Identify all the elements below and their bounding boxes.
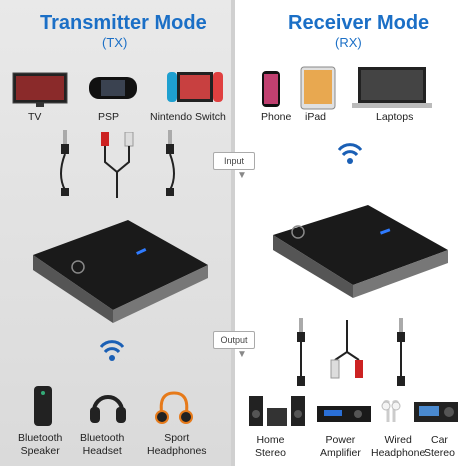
nintendo-switch-icon (167, 70, 223, 104)
rx-input-label-laptops: Laptops (376, 111, 414, 123)
rca-cable-icon (95, 132, 145, 202)
transmitter-device (28, 215, 213, 325)
aux-cable-icon (393, 318, 409, 388)
receiver-title: Receiver Mode (288, 12, 430, 34)
tx-input-label-psp: PSP (98, 111, 120, 123)
power-amplifier-icon (316, 404, 372, 424)
output-badge: Output (213, 331, 255, 349)
home-stereo-icon (247, 392, 307, 428)
panel-divider (231, 0, 235, 466)
rca-cable-icon (325, 320, 375, 390)
sport-headphones-icon (154, 385, 196, 425)
input-badge: Input (213, 152, 255, 170)
ipad-icon (300, 66, 336, 110)
wireless-signal-icon (338, 143, 362, 165)
laptop-icon (352, 66, 432, 110)
receiver-subtitle: (RX) (335, 35, 362, 50)
tv-icon (12, 72, 68, 108)
wireless-signal-icon (100, 340, 124, 362)
tx-input-label-tv: TV (28, 111, 42, 123)
transmitter-subtitle: (TX) (102, 35, 128, 50)
receiver-device (268, 200, 453, 310)
transmitter-title: Transmitter Mode (40, 12, 207, 34)
psp-icon (88, 76, 138, 100)
bluetooth-headset-icon (88, 385, 128, 425)
rx-input-label-phone: Phone (261, 111, 292, 123)
chevron-down-icon: ▼ (237, 170, 247, 181)
rx-input-label-ipad: iPad (305, 111, 327, 123)
chevron-down-icon: ▼ (237, 349, 247, 360)
bluetooth-speaker-icon (33, 385, 53, 427)
aux-cable-icon (293, 318, 309, 388)
phone-icon (261, 70, 281, 108)
wired-headphone-icon (378, 398, 404, 428)
tx-input-label-switch: Nintendo Switch (150, 111, 226, 123)
car-stereo-icon (413, 400, 459, 424)
aux-cable-icon (55, 130, 75, 200)
aux-cable-icon (160, 130, 180, 200)
